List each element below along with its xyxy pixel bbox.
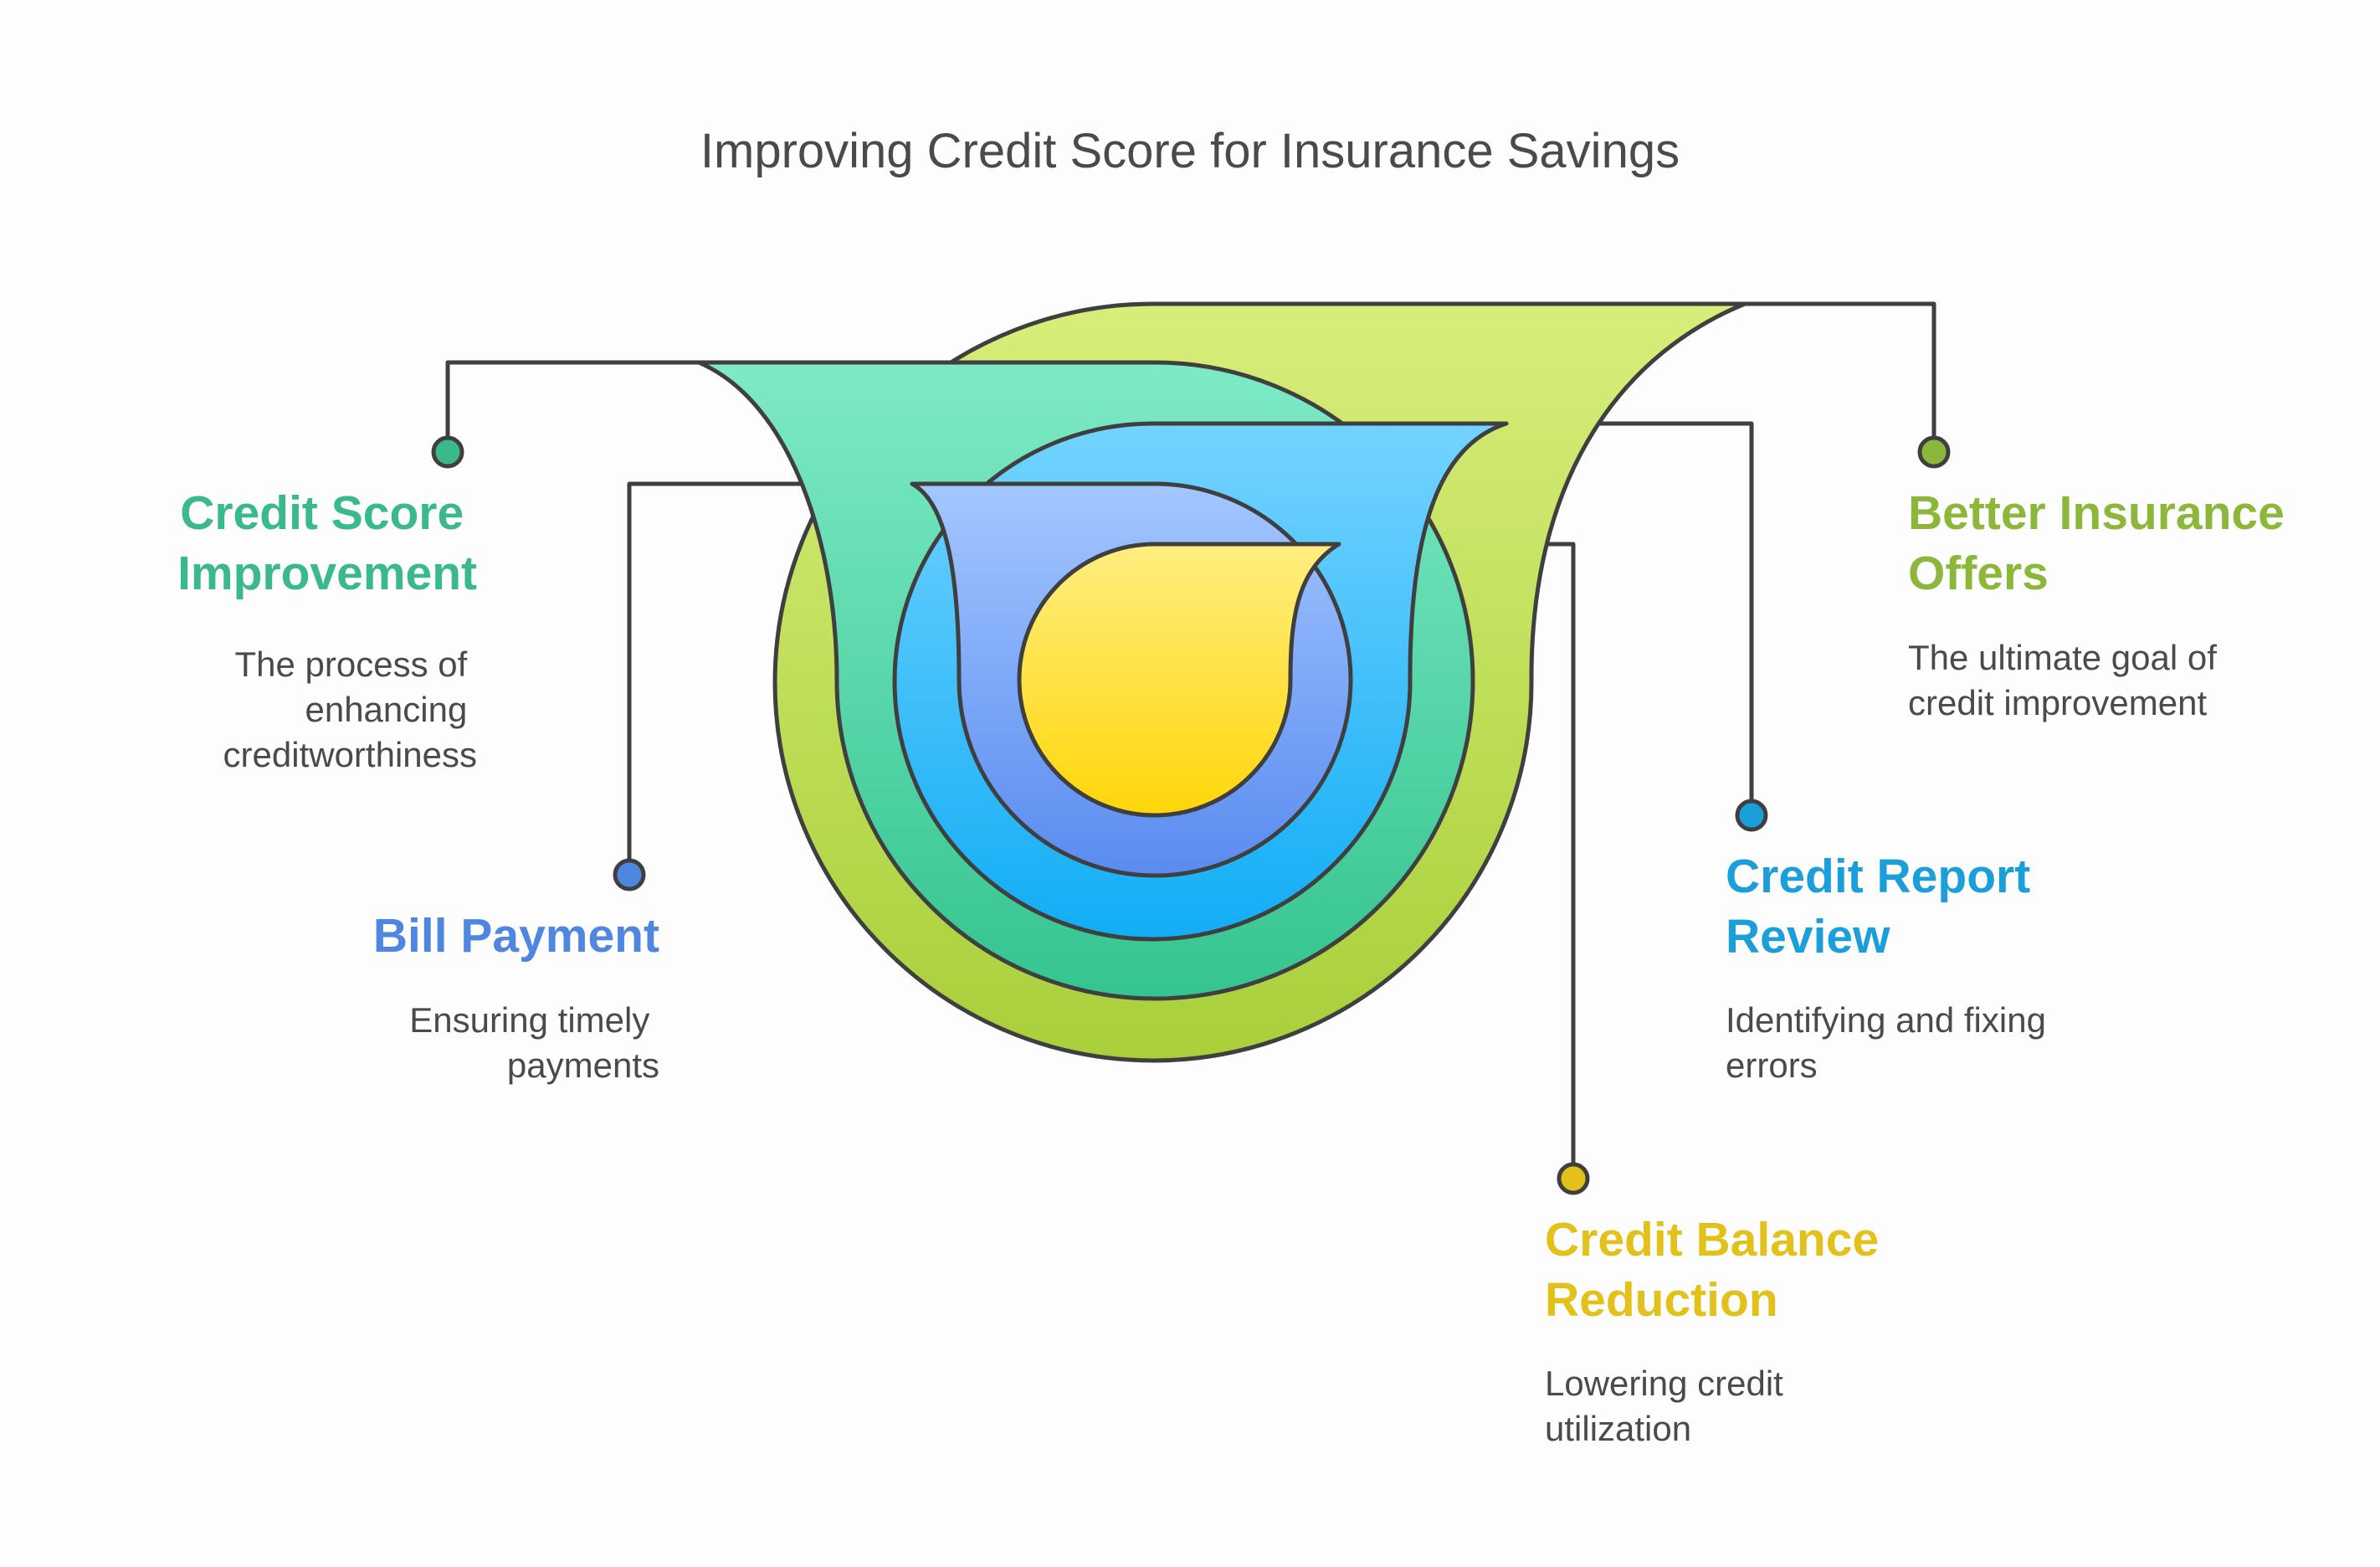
description-credit-balance-reduction: Lowering credit utilization: [1545, 1364, 1793, 1448]
heading-bill-payment: Bill Payment: [373, 909, 659, 963]
heading-line: Credit Balance: [1545, 1213, 1879, 1266]
heading-line: Improvement: [177, 547, 477, 600]
description-line: The process of: [235, 645, 468, 684]
heading-line: Reduction: [1545, 1273, 1778, 1327]
heading-credit-score-improvement: Credit Score Improvement: [177, 486, 477, 600]
shape-credit-balance-reduction: [1017, 542, 1341, 818]
heading-line: Bill Payment: [373, 909, 659, 963]
dot-credit-score-improvement: [431, 435, 464, 469]
nested-shapes: [696, 301, 1747, 1063]
description-credit-score-improvement: The process of enhancing creditworthines…: [223, 645, 477, 774]
label-credit-score-improvement: Credit Score Improvement The process of …: [177, 486, 477, 774]
description-line: The ultimate goal of: [1908, 638, 2217, 677]
description-line: Identifying and fixing: [1726, 1000, 2046, 1040]
dot-better-insurance-offers: [1917, 435, 1951, 469]
description-line: payments: [507, 1046, 659, 1085]
description-line: enhancing: [305, 690, 467, 729]
heading-line: Offers: [1908, 547, 2049, 600]
heading-line: Credit Score: [180, 486, 464, 540]
heading-credit-balance-reduction: Credit Balance Reduction: [1545, 1213, 1892, 1327]
description-line: creditworthiness: [223, 735, 477, 774]
endpoint-dots: [431, 435, 1951, 1195]
dot-credit-balance-reduction: [1557, 1162, 1590, 1195]
heading-line: Better Insurance: [1908, 486, 2285, 540]
description-line: Lowering credit: [1545, 1364, 1783, 1403]
description-line: errors: [1726, 1046, 1818, 1085]
diagram-title: Improving Credit Score for Insurance Sav…: [700, 124, 1680, 178]
description-line: credit improvement: [1908, 683, 2207, 722]
heading-line: Credit Report: [1726, 850, 2030, 903]
label-credit-report-review: Credit Report Review Identifying and fix…: [1726, 850, 2056, 1085]
description-better-insurance-offers: The ultimate goal of credit improvement: [1908, 638, 2227, 722]
heading-better-insurance-offers: Better Insurance Offers: [1908, 486, 2298, 600]
label-better-insurance-offers: Better Insurance Offers The ultimate goa…: [1908, 486, 2298, 722]
leader-better-insurance-offers: [1745, 301, 1936, 452]
description-line: utilization: [1545, 1409, 1691, 1448]
label-credit-balance-reduction: Credit Balance Reduction Lowering credit…: [1545, 1213, 1892, 1448]
dot-credit-report-review: [1735, 799, 1768, 832]
dot-bill-payment: [613, 858, 646, 891]
description-line: Ensuring timely: [409, 1000, 649, 1040]
heading-line: Review: [1726, 910, 1890, 963]
label-bill-payment: Bill Payment Ensuring timely payments: [373, 909, 659, 1085]
description-bill-payment: Ensuring timely payments: [409, 1000, 659, 1085]
heading-credit-report-review: Credit Report Review: [1726, 850, 2044, 963]
description-credit-report-review: Identifying and fixing errors: [1726, 1000, 2056, 1085]
